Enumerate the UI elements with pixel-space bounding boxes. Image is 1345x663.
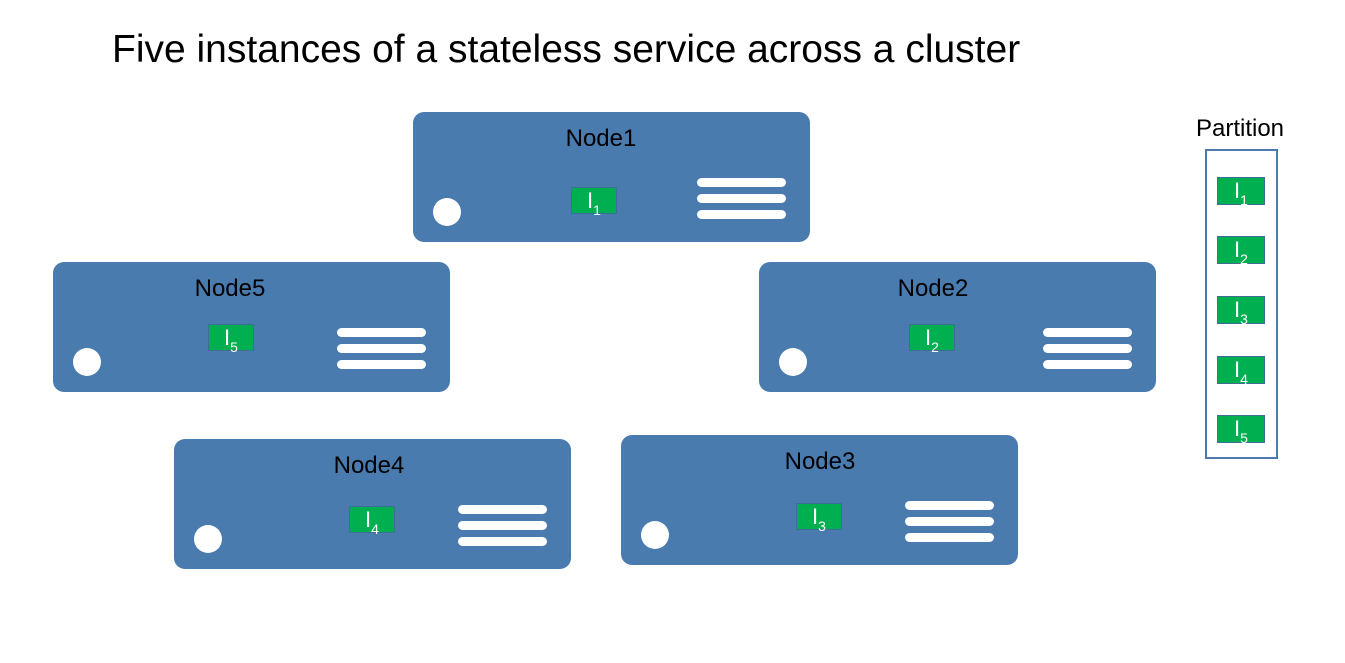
power-indicator-icon [433,198,461,226]
instance-letter: I [1234,178,1241,203]
instance-letter: I [1234,297,1241,322]
node-2: Node2 I2 [759,262,1156,392]
instance-index: 2 [1240,251,1248,267]
instance-index: 3 [1240,311,1248,327]
partition-instance: I4 [1217,356,1265,387]
node-5: Node5 I5 [53,262,450,392]
instance-index: 1 [1240,192,1248,208]
instance-letter: I [812,504,819,529]
node-label: Node4 [333,452,405,479]
node-label: Node1 [565,125,637,152]
instance-index: 2 [931,339,939,355]
server-slots-icon [905,501,994,549]
diagram-title: Five instances of a stateless service ac… [112,28,1021,71]
partition-instance: I1 [1217,177,1265,208]
instance-index: 1 [593,202,601,218]
instance-letter: I [224,325,231,350]
node-label: Node3 [784,448,856,475]
instance-box: I5 [208,324,254,355]
node-label: Node2 [897,275,969,302]
instance-letter: I [1234,357,1241,382]
instance-box: I2 [909,324,955,355]
partition-instance: I2 [1217,236,1265,267]
power-indicator-icon [194,525,222,553]
instance-letter: I [365,507,372,532]
instance-index: 5 [230,339,238,355]
instance-index: 3 [818,518,826,534]
instance-letter: I [1234,237,1241,262]
partition-box: I1 I2 I3 I4 I5 [1205,149,1278,459]
server-slots-icon [1043,328,1132,376]
instance-index: 4 [371,521,379,537]
instance-letter: I [587,188,594,213]
node-4: Node4 I4 [174,439,571,569]
instance-box: I1 [571,187,617,218]
instance-letter: I [925,325,932,350]
instance-index: 4 [1240,371,1248,387]
instance-box: I4 [349,506,395,537]
power-indicator-icon [641,521,669,549]
power-indicator-icon [779,348,807,376]
server-slots-icon [337,328,426,376]
node-1: Node1 I1 [413,112,810,242]
instance-letter: I [1234,416,1241,441]
power-indicator-icon [73,348,101,376]
server-slots-icon [697,178,786,226]
instance-index: 5 [1240,430,1248,446]
partition-instance: I3 [1217,296,1265,327]
instance-box: I3 [796,503,842,534]
server-slots-icon [458,505,547,553]
partition-instance: I5 [1217,415,1265,446]
node-3: Node3 I3 [621,435,1018,565]
node-label: Node5 [194,275,266,302]
partition-label: Partition [1195,115,1285,142]
